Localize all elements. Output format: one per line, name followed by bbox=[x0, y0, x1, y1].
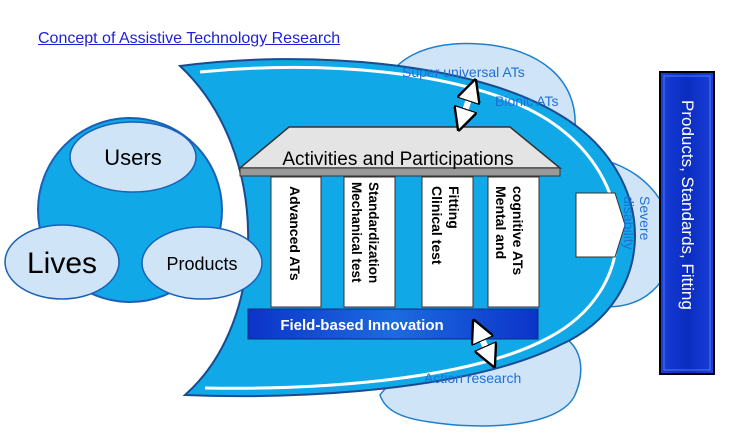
pillar-1: Advanced ATs bbox=[270, 176, 322, 308]
roof-label: Activities and Participations bbox=[282, 149, 513, 170]
bottom-arrow bbox=[478, 330, 490, 357]
users-bubble: Users bbox=[69, 121, 197, 193]
pillar-4: Mental and cognitive ATs bbox=[487, 176, 540, 308]
top-arrow bbox=[462, 90, 472, 120]
side-bar: Products, Standards, Fitting bbox=[659, 71, 715, 375]
roof: Activities and Participations bbox=[237, 126, 563, 177]
foundation-label: Field-based Innovation bbox=[280, 317, 443, 334]
pillar-2-line2: Standardization bbox=[366, 182, 381, 283]
products-bubble: Products bbox=[141, 226, 263, 300]
right-notch bbox=[575, 192, 626, 258]
pillar-1-line1: Advanced ATs bbox=[287, 186, 303, 281]
pillar-2-line1: Mechanical test bbox=[349, 182, 364, 283]
title-link[interactable]: Concept of Assistive Technology Research bbox=[38, 30, 341, 47]
foundation-band: Field-based Innovation bbox=[247, 308, 539, 340]
pillars: Advanced ATs Mechanical test Standardiza… bbox=[270, 176, 540, 308]
right-bubble-line1: Severe bbox=[637, 196, 653, 241]
right-bubble-line2: disability bbox=[621, 196, 637, 250]
pillar-3: Clinical test Fitting bbox=[421, 176, 474, 308]
pillar-4-line1: Mental and bbox=[493, 186, 509, 259]
pillar-2: Mechanical test Standardization bbox=[343, 176, 396, 308]
lives-bubble: Lives bbox=[4, 224, 120, 300]
pillar-4-line2: cognitive ATs bbox=[510, 186, 526, 275]
pillar-3-line2: Fitting bbox=[446, 186, 462, 229]
products-label: Products bbox=[166, 254, 237, 274]
top-bubble-line1: Super universal ATs bbox=[402, 64, 525, 80]
side-bar-label: Products, Standards, Fitting bbox=[678, 100, 697, 310]
lives-label: Lives bbox=[27, 247, 97, 280]
bottom-bubble-label: Action research bbox=[424, 370, 521, 386]
top-bubble-line2: Bionic ATs bbox=[495, 93, 559, 109]
pillar-3-line1: Clinical test bbox=[429, 186, 445, 265]
users-label: Users bbox=[104, 145, 161, 170]
